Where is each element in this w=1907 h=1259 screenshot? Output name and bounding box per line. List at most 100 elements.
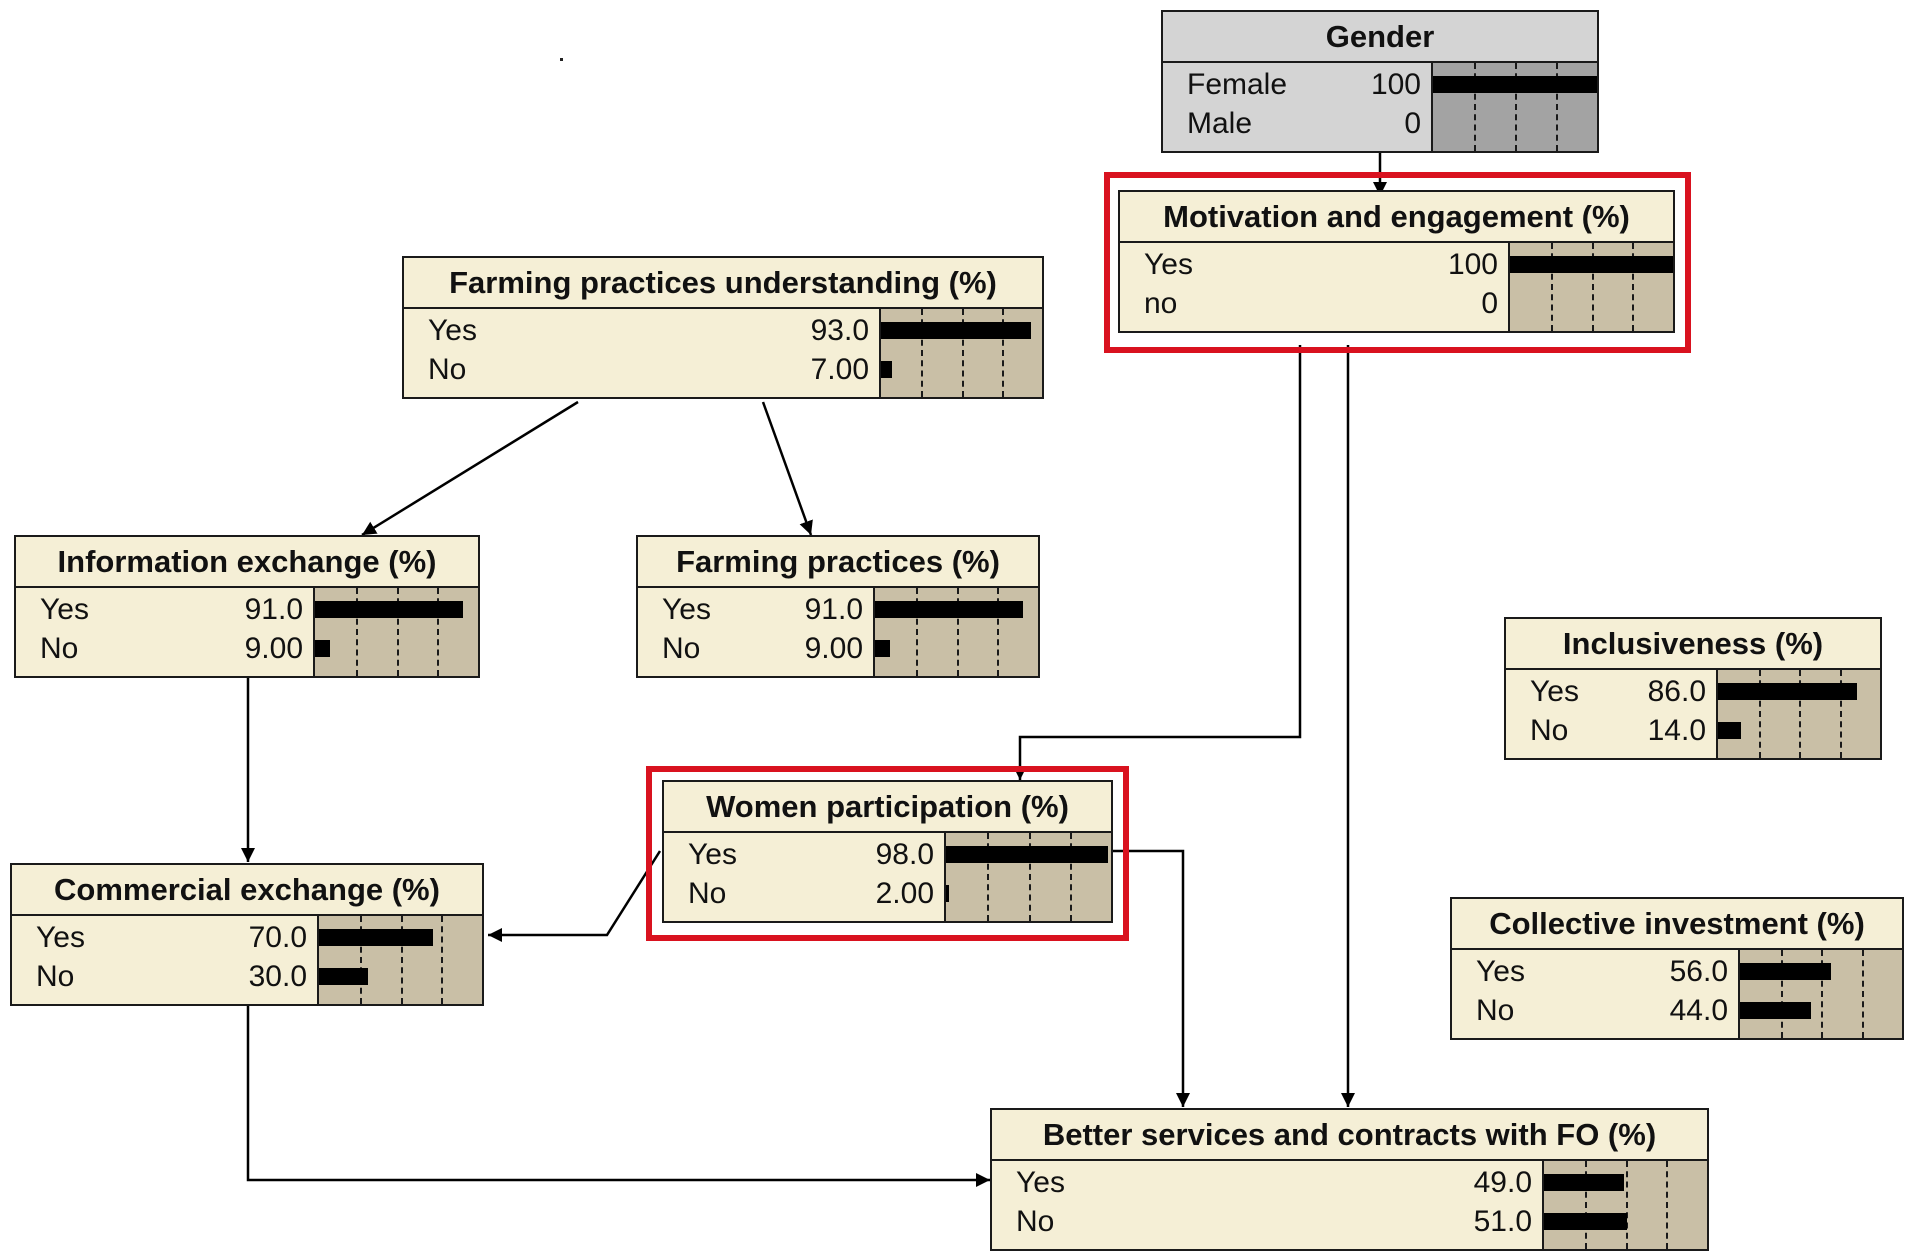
probability-bar	[319, 968, 368, 985]
node-collective-investment[interactable]: Collective investment (%) Yes 56.0 No 44…	[1450, 897, 1904, 1040]
state-value: 14.0	[1647, 714, 1706, 747]
state-row: No 14.0	[1506, 712, 1716, 750]
state-label: Yes	[36, 921, 85, 954]
state-value: 49.0	[1473, 1166, 1532, 1199]
state-row: Yes 49.0	[992, 1164, 1542, 1202]
state-label: Female	[1187, 68, 1288, 101]
probability-bar	[1510, 256, 1673, 273]
state-label: Yes	[688, 838, 737, 871]
node-title: Information exchange (%)	[16, 537, 478, 588]
state-value: 9.00	[804, 632, 863, 665]
probability-bars	[1738, 950, 1902, 1038]
probability-bars	[1508, 243, 1673, 331]
state-label: Yes	[1530, 675, 1579, 708]
probability-bar	[881, 322, 1031, 339]
node-title: Inclusiveness (%)	[1506, 619, 1880, 670]
state-value: 30.0	[248, 960, 307, 993]
state-label: Male	[1187, 107, 1253, 140]
state-row: No 2.00	[664, 875, 944, 913]
node-better-services[interactable]: Better services and contracts with FO (%…	[990, 1108, 1709, 1251]
node-inclusiveness[interactable]: Inclusiveness (%) Yes 86.0 No 14.0	[1504, 617, 1882, 760]
probability-bars	[879, 309, 1042, 397]
probability-bar	[946, 885, 950, 902]
state-row: No 30.0	[12, 958, 317, 996]
node-gender[interactable]: Gender Female 100 Male 0	[1161, 10, 1599, 153]
edge-women-to-better-services	[1110, 849, 1190, 1107]
state-value: 100	[1447, 248, 1498, 281]
state-value: 56.0	[1669, 955, 1728, 988]
state-row: Male 0	[1163, 105, 1431, 143]
state-label: No	[36, 960, 75, 993]
state-row: Yes 91.0	[16, 591, 313, 629]
state-row: Yes 93.0	[404, 312, 879, 350]
probability-bar	[315, 640, 330, 657]
node-title: Gender	[1163, 12, 1597, 63]
state-value: 98.0	[875, 838, 934, 871]
state-label: Yes	[1144, 248, 1193, 281]
state-label: Yes	[662, 593, 711, 626]
state-value: 0	[1404, 107, 1421, 140]
node-farming-understanding[interactable]: Farming practices understanding (%) Yes …	[402, 256, 1044, 399]
probability-bars	[1542, 1161, 1707, 1249]
state-value: 91.0	[804, 593, 863, 626]
state-row: No 7.00	[404, 351, 879, 389]
probability-bar	[881, 361, 893, 378]
state-row: No 44.0	[1452, 992, 1738, 1030]
node-title: Women participation (%)	[664, 782, 1111, 833]
stray-dot	[560, 58, 563, 61]
state-value: 51.0	[1473, 1205, 1532, 1238]
node-title: Better services and contracts with FO (%…	[992, 1110, 1707, 1161]
probability-bars	[1431, 63, 1597, 151]
state-label: No	[1530, 714, 1569, 747]
edge-understanding-to-information	[361, 400, 579, 537]
edge-women-to-commercial	[488, 850, 662, 942]
probability-bar	[875, 640, 890, 657]
state-label: No	[688, 877, 727, 910]
state-row: Yes 98.0	[664, 836, 944, 874]
state-label: No	[662, 632, 701, 665]
highlight-women-participation	[646, 766, 1129, 941]
state-row: Yes 56.0	[1452, 953, 1738, 991]
node-commercial-exchange[interactable]: Commercial exchange (%) Yes 70.0 No 30.0	[10, 863, 484, 1006]
state-value: 44.0	[1669, 994, 1728, 1027]
node-information-exchange[interactable]: Information exchange (%) Yes 91.0 No 9.0…	[14, 535, 480, 678]
probability-bars	[1716, 670, 1880, 758]
state-row: no 0	[1120, 285, 1508, 323]
node-title: Collective investment (%)	[1452, 899, 1902, 950]
probability-bars	[944, 833, 1111, 921]
node-title: Commercial exchange (%)	[12, 865, 482, 916]
state-row: No 51.0	[992, 1203, 1542, 1241]
state-value: 93.0	[810, 314, 869, 347]
state-value: 9.00	[244, 632, 303, 665]
state-value: 2.00	[875, 877, 934, 910]
probability-bar	[946, 846, 1108, 863]
state-row: No 9.00	[638, 630, 873, 668]
node-farming-practices[interactable]: Farming practices (%) Yes 91.0 No 9.00	[636, 535, 1040, 678]
probability-bar	[1544, 1174, 1624, 1191]
probability-bar	[875, 601, 1024, 618]
state-value: 100	[1370, 68, 1421, 101]
probability-bar	[1740, 963, 1831, 980]
state-label: No	[40, 632, 79, 665]
state-label: No	[1476, 994, 1515, 1027]
state-value: 7.00	[810, 353, 869, 386]
node-title: Farming practices understanding (%)	[404, 258, 1042, 309]
node-title: Motivation and engagement (%)	[1120, 192, 1673, 243]
state-label: no	[1144, 287, 1178, 320]
probability-bar	[1433, 76, 1597, 93]
state-label: Yes	[40, 593, 89, 626]
probability-bar	[1544, 1213, 1628, 1230]
state-value: 0	[1481, 287, 1498, 320]
node-motivation[interactable]: Motivation and engagement (%) Yes 100 no…	[1118, 190, 1675, 333]
probability-bar	[1718, 683, 1858, 700]
state-row: Yes 91.0	[638, 591, 873, 629]
probability-bars	[873, 588, 1038, 676]
node-title: Farming practices (%)	[638, 537, 1038, 588]
node-women-participation[interactable]: Women participation (%) Yes 98.0 No 2.00	[662, 780, 1113, 923]
state-label: No	[1016, 1205, 1055, 1238]
probability-bar	[315, 601, 464, 618]
state-row: Yes 70.0	[12, 919, 317, 957]
highlight-motivation	[1104, 172, 1691, 353]
state-row: Yes 86.0	[1506, 673, 1716, 711]
